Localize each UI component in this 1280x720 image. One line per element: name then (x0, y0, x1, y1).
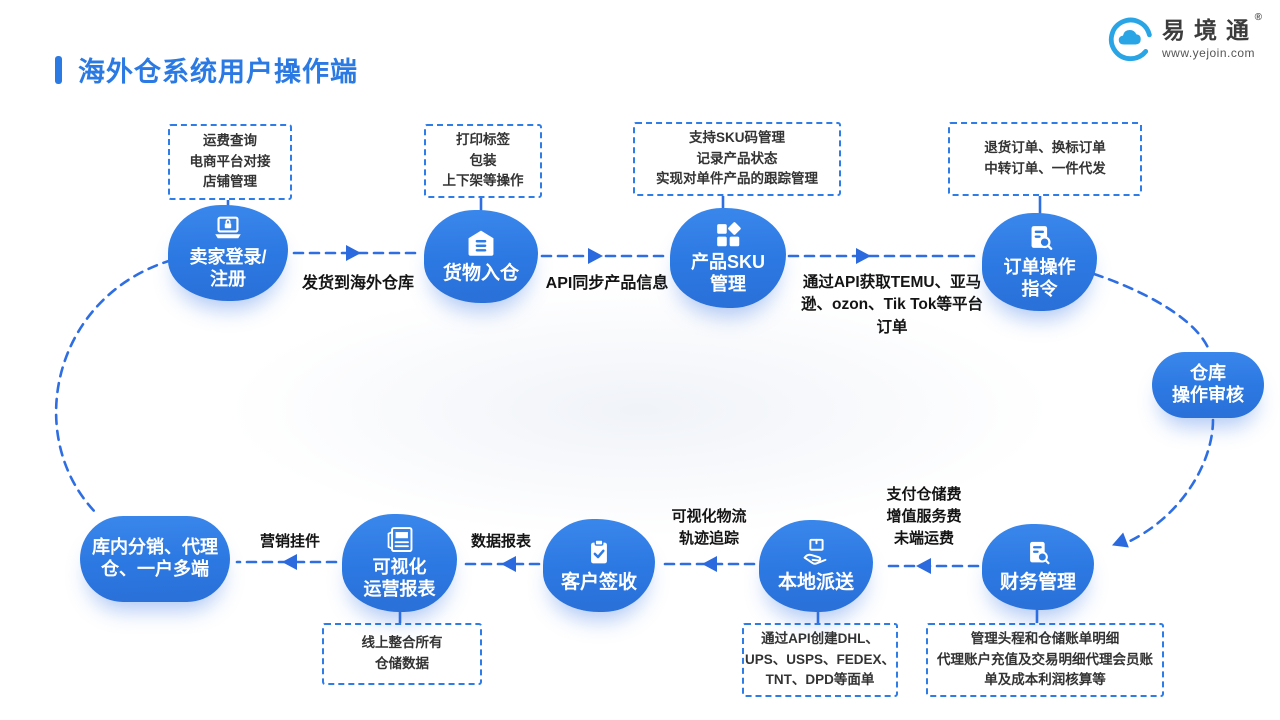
edge-label-marketing-widget: 营销挂件 (259, 533, 320, 550)
warehouse-icon (468, 230, 494, 256)
annotation-finance: 管理头程和仓储账单明细 代理账户充值及交易明细代理会员账 单及成本利润核算等 (926, 623, 1164, 697)
page-title: 海外仓系统用户操作端 (78, 57, 358, 87)
sku-grid-icon (717, 222, 741, 247)
node-label: 库内分销、代理 仓、一户多端 (92, 537, 218, 579)
arrowhead (501, 556, 516, 572)
node-label: 产品SKU 管理 (690, 252, 765, 294)
annotation-order-ops: 退货订单、换标订单 中转订单、一件代发 (948, 122, 1142, 196)
edge-distribution-to-login (54, 258, 174, 516)
edge-label-ship-to-overseas: 发货到海外仓库 (301, 275, 414, 292)
brand-text: 易境通® www.yejoin.com (1162, 11, 1262, 60)
node-label: 订单操作 指令 (1003, 257, 1076, 299)
page-header: 海外仓系统用户操作端 (55, 50, 358, 89)
doc-search-icon (1030, 542, 1050, 565)
brand-website: www.yejoin.com (1162, 45, 1256, 60)
arrowhead (588, 248, 603, 264)
report-icon (387, 527, 412, 553)
edge-label-visual-tracking: 可视化物流 轨迹追踪 (671, 508, 747, 547)
node-label: 本地派送 (777, 572, 854, 594)
annotation-goods-inbound: 打印标签 包装 上下架等操作 (424, 124, 542, 198)
node-label: 仓库 操作审核 (1172, 363, 1244, 405)
brand-name: 易境通® (1162, 11, 1262, 43)
node-product-sku: 产品SKU 管理 (670, 208, 786, 308)
title-accent-bar (55, 55, 62, 84)
edge-orderops-to-audit (1092, 272, 1211, 352)
edge-audit-to-finance (1126, 418, 1215, 544)
arrowhead (346, 245, 361, 261)
node-goods-inbound: 货物入仓 (424, 210, 538, 303)
edge-label-api-sync-product: API同步产品信息 (545, 275, 669, 292)
annotation-visual-report: 线上整合所有 仓储数据 (322, 623, 482, 685)
node-order-ops: 订单操作 指令 (982, 213, 1097, 311)
annotation-seller-login: 运费查询 电商平台对接 店铺管理 (168, 124, 292, 200)
doc-search-icon (1031, 226, 1052, 250)
node-finance: 财务管理 (982, 524, 1094, 610)
node-visual-report: 可视化 运营报表 (342, 514, 457, 612)
registered-mark: ® (1254, 11, 1262, 23)
node-local-delivery: 本地派送 (759, 520, 873, 612)
brand-logo: 易境通® www.yejoin.com (1108, 11, 1262, 62)
laptop-lock-icon (215, 216, 241, 239)
edge-label-pay-fees: 支付仓储费 增值服务费 未端运费 (886, 486, 962, 547)
cloud-e-icon (1108, 17, 1152, 62)
hand-box-icon (803, 539, 827, 566)
node-seller-login: 卖家登录/ 注册 (168, 205, 288, 301)
node-label: 财务管理 (999, 572, 1076, 594)
arrowhead (1111, 532, 1129, 548)
arrowhead (856, 248, 871, 264)
arrowhead (702, 556, 717, 572)
edge-label-data-report: 数据报表 (470, 533, 531, 550)
node-warehouse-audit: 仓库 操作审核 (1152, 352, 1264, 418)
node-label: 可视化 运营报表 (363, 557, 436, 599)
node-label: 货物入仓 (442, 262, 519, 284)
annotation-product-sku: 支持SKU码管理 记录产品状态 实现对单件产品的跟踪管理 (633, 122, 841, 196)
arrowhead (916, 558, 931, 574)
node-label: 客户签收 (560, 571, 637, 593)
annotation-local-delivery: 通过API创建DHL、 UPS、USPS、FEDEX、 TNT、DPD等面单 (742, 623, 898, 697)
node-customer-sign: 客户签收 (543, 519, 655, 612)
arrowhead (282, 554, 297, 570)
node-distribution: 库内分销、代理 仓、一户多端 (80, 516, 230, 602)
clipboard-check-icon (591, 539, 607, 564)
node-label: 卖家登录/ 注册 (189, 247, 267, 289)
edge-label-api-get-orders: 通过API获取TEMU、亚马 逊、ozon、Tik Tok等平台 订单 (801, 274, 983, 336)
